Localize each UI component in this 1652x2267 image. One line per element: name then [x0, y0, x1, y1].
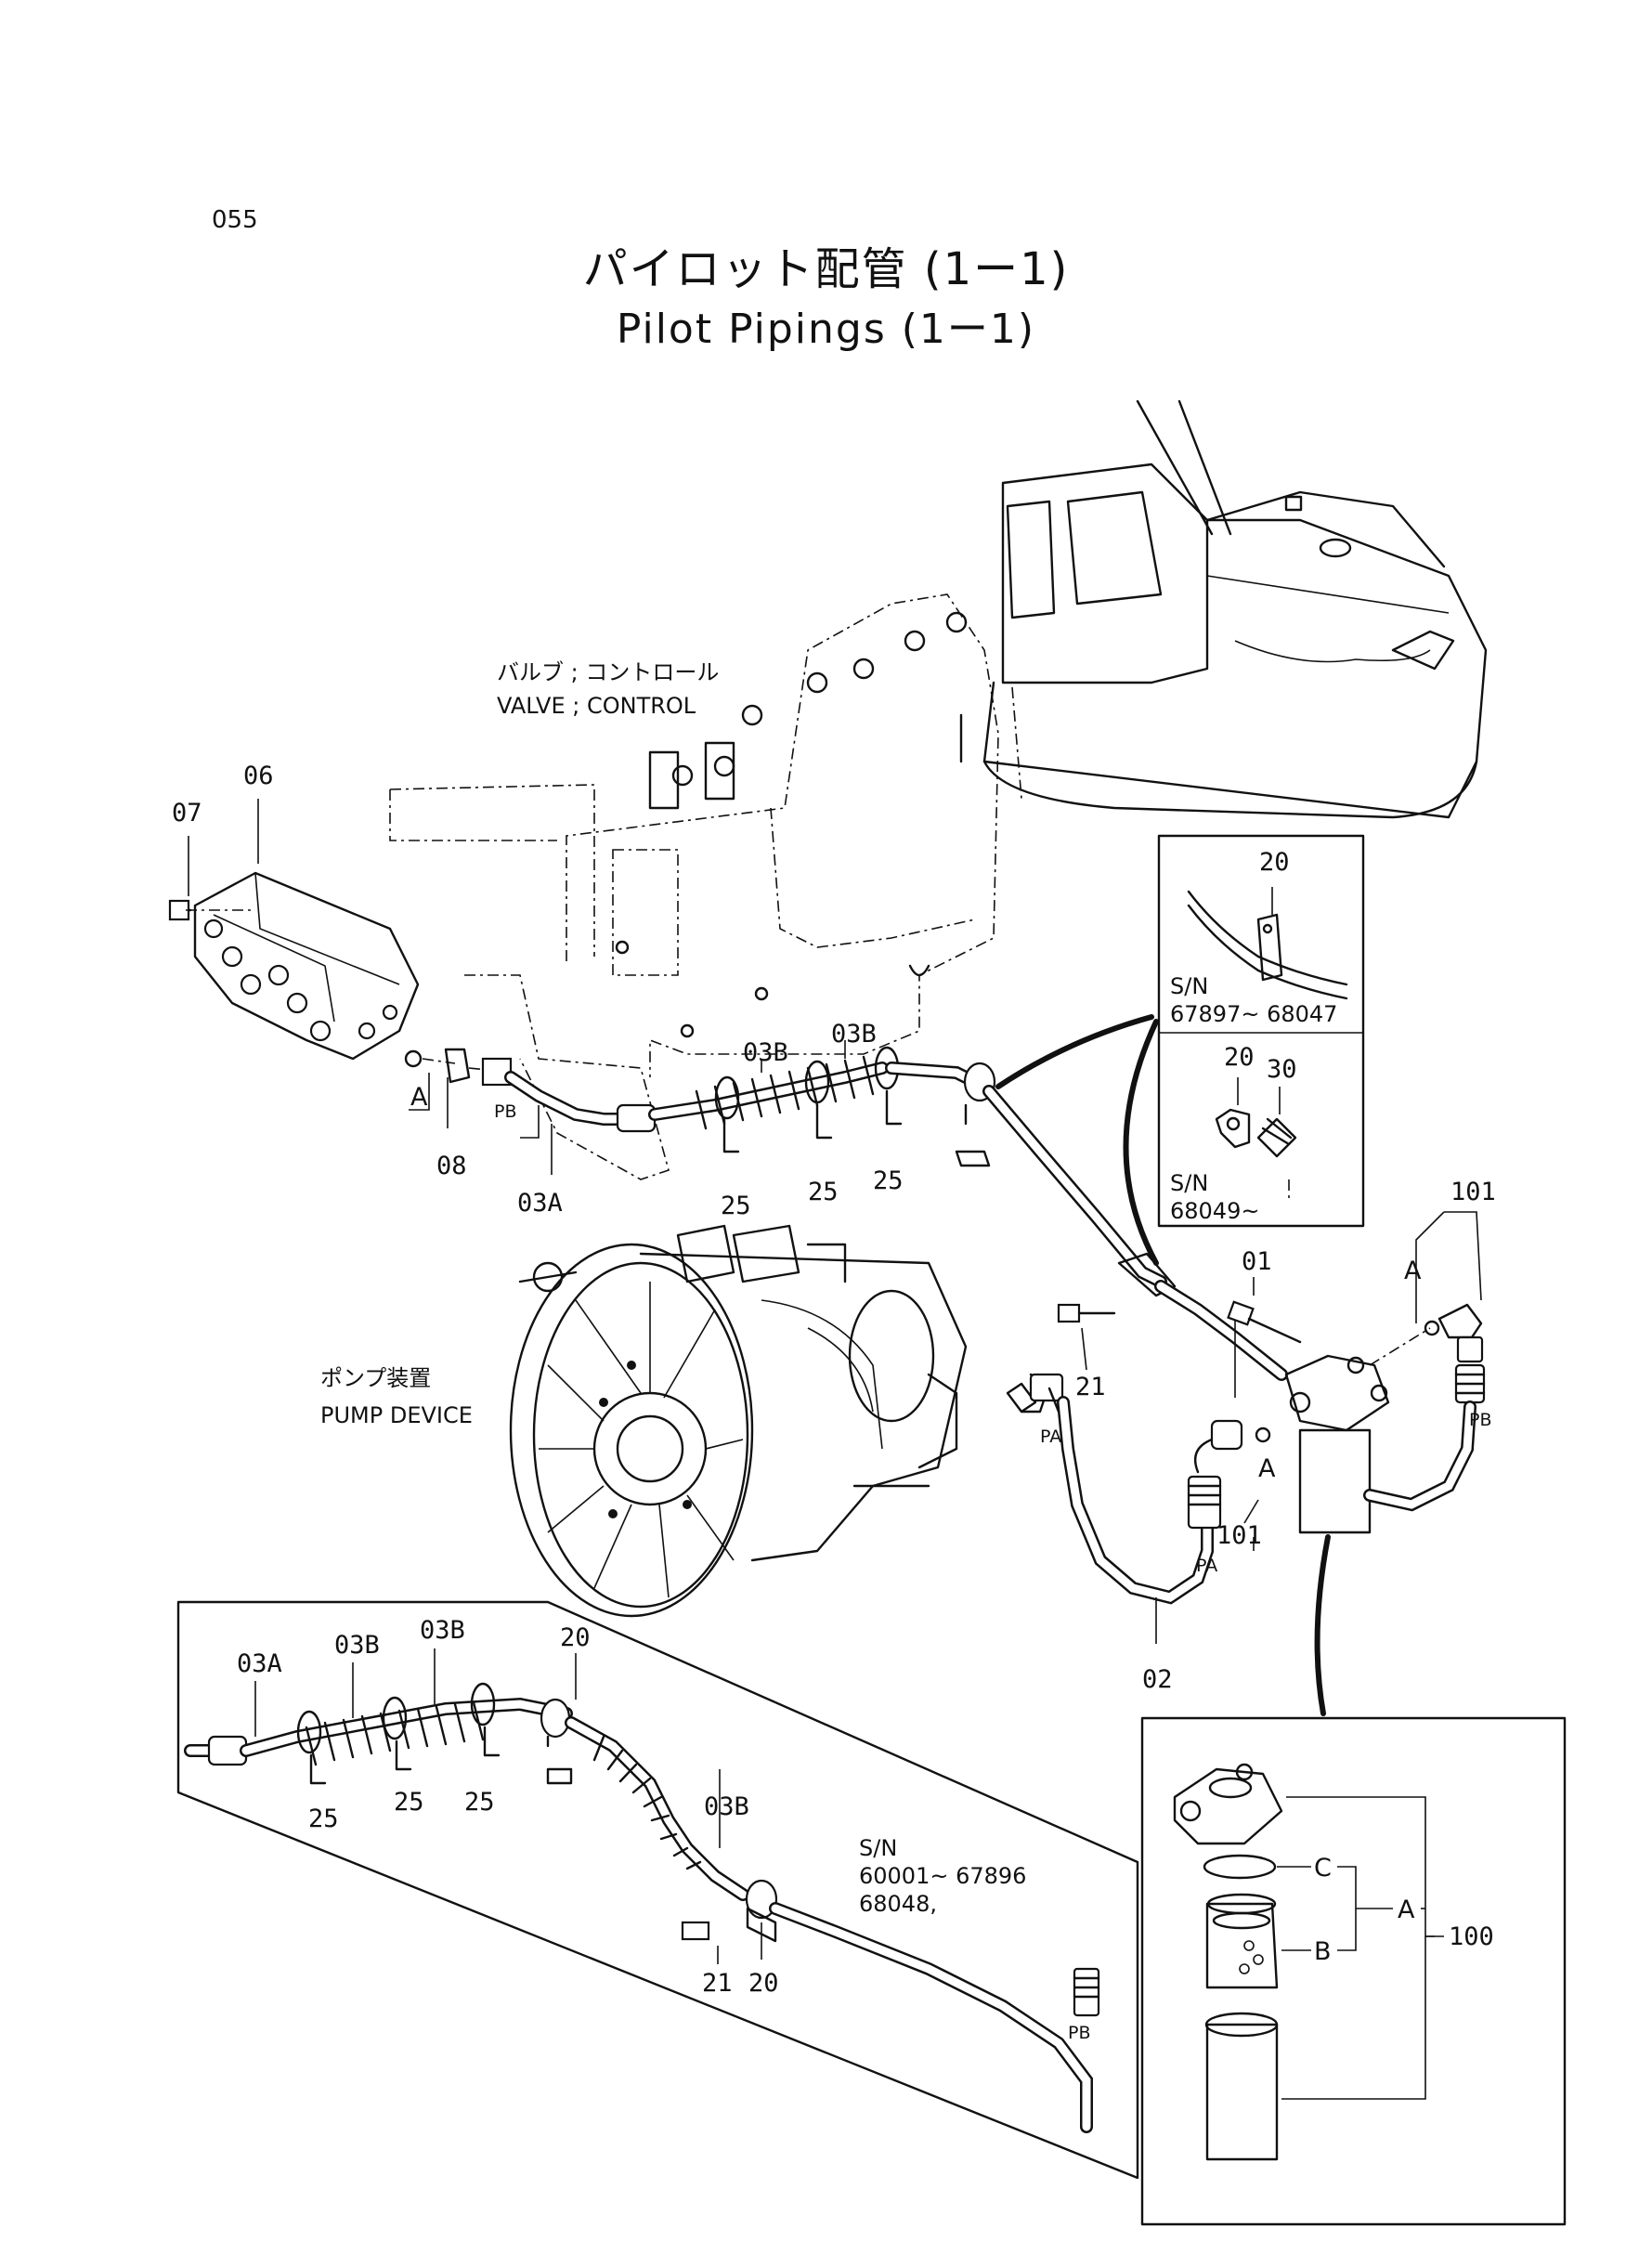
callout-pa-2: PA	[1196, 1556, 1218, 1576]
filter-callout-100: 100	[1449, 1922, 1494, 1951]
lower-sn-range: 60001~ 67896	[859, 1863, 1027, 1889]
inset-sn2-label: S/N	[1170, 1170, 1209, 1196]
inset-callout-20b: 20	[1224, 1043, 1255, 1072]
filter-callout-b: B	[1314, 1937, 1332, 1966]
control-valve	[389, 593, 999, 1180]
leader-lines-upper	[188, 799, 1236, 1398]
callout-101-mid: 101	[1216, 1521, 1262, 1550]
lower-callout-25-1: 25	[308, 1804, 339, 1833]
inset-callout-30: 30	[1267, 1055, 1297, 1084]
callout-pa-1: PA	[1040, 1427, 1062, 1447]
page-number: 055	[212, 206, 258, 234]
bolts	[1057, 1277, 1302, 1371]
lower-callout-20-top: 20	[560, 1623, 591, 1652]
callout-a-right: A	[1404, 1257, 1422, 1285]
lower-sn-label: S/N	[859, 1835, 898, 1861]
inset-callout-20: 20	[1259, 848, 1290, 877]
lower-callout-21: 21	[702, 1969, 733, 1998]
page-title-en: Pilot Pipings (1ー1)	[616, 306, 1036, 353]
lower-callout-pb: PB	[1068, 2023, 1091, 2043]
lower-callout-25-2: 25	[394, 1788, 424, 1817]
callout-101-top: 101	[1450, 1178, 1496, 1206]
callout-a-left: A	[410, 1083, 428, 1112]
callout-03a: 03A	[517, 1189, 563, 1218]
lower-callout-03b-2: 03B	[420, 1616, 465, 1645]
callout-25-1: 25	[721, 1192, 751, 1220]
callout-08: 08	[436, 1152, 467, 1180]
lower-sn-extra: 68048,	[859, 1891, 937, 1917]
lower-callout-25-3: 25	[464, 1788, 495, 1817]
inset-sn-60001	[176, 1600, 1139, 2180]
inset-sn-67897	[1157, 834, 1365, 1228]
callout-25-3: 25	[873, 1166, 904, 1195]
pilot-hose-upper	[504, 1046, 1288, 1381]
inset-sn1-range: 67897~ 68047	[1170, 1001, 1338, 1027]
inset-sn2-range: 68049~	[1170, 1198, 1260, 1224]
callout-06: 06	[243, 762, 274, 790]
lower-callout-03b-1: 03B	[334, 1631, 380, 1660]
callout-21: 21	[1075, 1373, 1106, 1401]
valve-label-en: VALVE ; CONTROL	[497, 693, 696, 719]
inset-connectors	[995, 1014, 1331, 1716]
callout-pb-left: PB	[494, 1101, 517, 1122]
filter-callout-c: C	[1314, 1854, 1332, 1883]
callout-07: 07	[172, 799, 202, 827]
inset-sn1-label: S/N	[1170, 973, 1209, 999]
filter-callout-a: A	[1398, 1896, 1415, 1924]
valve-label-jp: バルブ ; コントロール	[497, 659, 720, 685]
filter-exploded-box	[1140, 1716, 1567, 2226]
lower-callout-20-bottom: 20	[748, 1969, 779, 1998]
lower-callout-03b-3: 03B	[704, 1792, 749, 1821]
callout-02: 02	[1142, 1665, 1173, 1694]
callout-03b-2: 03B	[831, 1020, 877, 1049]
lower-callout-03a: 03A	[237, 1649, 282, 1678]
callout-a-mid: A	[1258, 1454, 1276, 1483]
callout-01: 01	[1242, 1247, 1272, 1276]
page-title-jp: パイロット配管 (1ー1)	[582, 243, 1070, 295]
excavator-overview	[982, 399, 1488, 819]
pump-device	[509, 1224, 968, 1618]
pump-label-jp: ポンプ装置	[320, 1365, 432, 1391]
line-filter	[1243, 1211, 1486, 1551]
pump-label-en: PUMP DEVICE	[320, 1402, 473, 1428]
pa-hose-02	[1006, 1373, 1271, 1644]
callout-25-2: 25	[808, 1178, 839, 1206]
callout-03b-1: 03B	[743, 1038, 788, 1067]
pilot-valve-block	[168, 871, 513, 1087]
callout-pb-right: PB	[1469, 1410, 1492, 1430]
